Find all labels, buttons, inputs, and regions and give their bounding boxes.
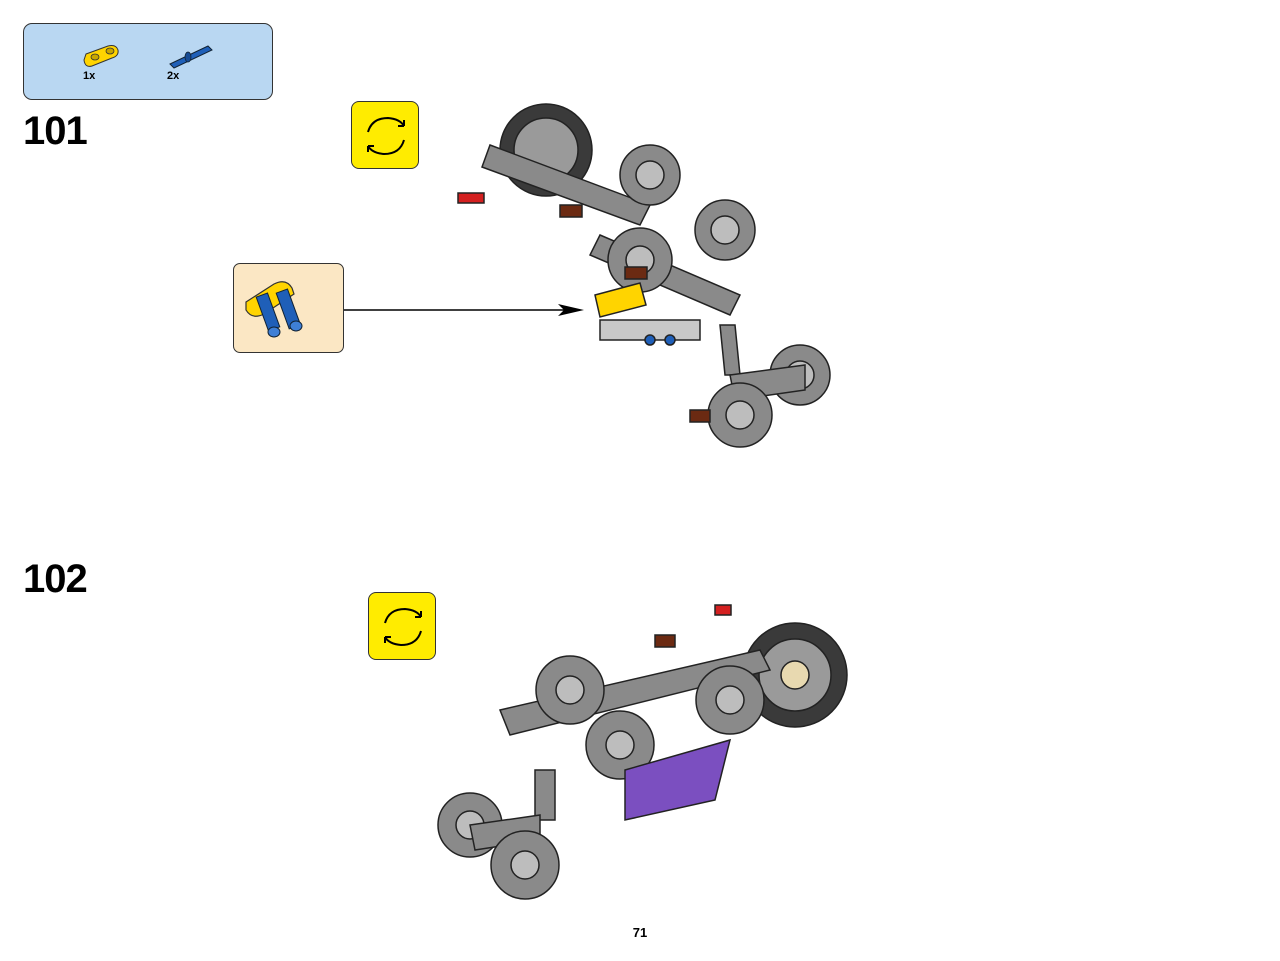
step-102-model-illustration <box>437 604 848 900</box>
parts-list-box: 1x 2x <box>23 23 273 100</box>
step-101-model-illustration <box>457 103 831 448</box>
part-quantity-1: 1x <box>83 70 96 82</box>
part-quantity-2: 2x <box>167 70 180 82</box>
subassembly-callout-box <box>233 263 344 353</box>
yellow-beam-part-icon <box>83 45 119 67</box>
rotate-model-icon <box>368 592 436 660</box>
blue-axle-pin-part-icon <box>169 45 213 69</box>
page-number: 71 <box>632 925 648 940</box>
subassembly-part-icon <box>245 281 303 338</box>
step-number-102: 102 <box>23 557 88 601</box>
step-number-101: 101 <box>23 109 88 153</box>
callout-arrow <box>344 304 584 316</box>
rotate-model-icon <box>351 101 419 169</box>
